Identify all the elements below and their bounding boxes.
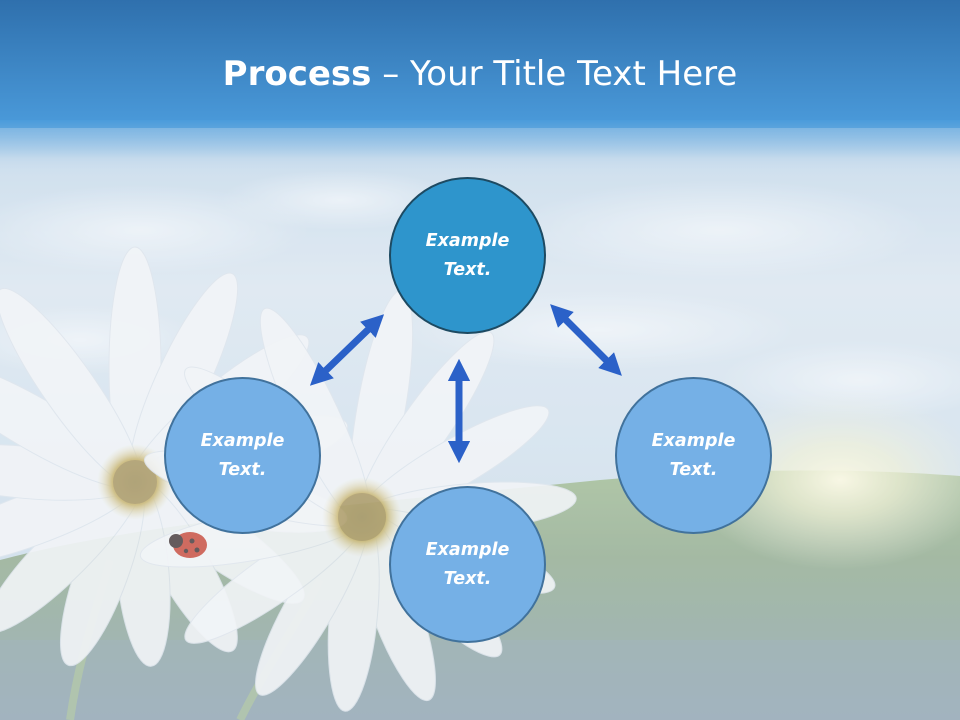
node-bottom-line1: Example (425, 539, 510, 560)
ladybug-icon (169, 532, 207, 558)
arrow-top-right (550, 304, 622, 376)
node-right-line2: Text. (669, 459, 718, 480)
title-separator: – (371, 54, 411, 94)
process-node-right: Example Text. (615, 377, 772, 534)
title-text: Your Title Text Here (410, 54, 738, 94)
process-node-bottom: Example Text. (389, 486, 546, 643)
node-top-line1: Example (425, 230, 510, 251)
process-node-left: Example Text. (164, 377, 321, 534)
node-top-line2: Text. (443, 259, 492, 280)
node-left-line1: Example (200, 430, 285, 451)
slide-title: Process – Your Title Text Here (0, 52, 960, 96)
node-bottom-line2: Text. (443, 568, 492, 589)
arrow-top-left (309, 314, 385, 386)
process-node-top: Example Text. (389, 177, 546, 334)
node-left-line2: Text. (218, 459, 267, 480)
node-right-line1: Example (651, 430, 736, 451)
title-bold: Process (222, 54, 372, 94)
